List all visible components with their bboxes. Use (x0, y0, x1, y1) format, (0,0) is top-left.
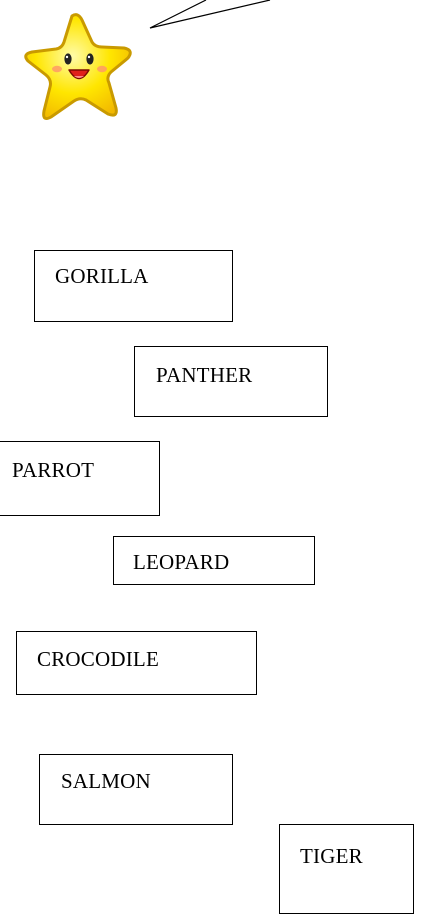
word-label-salmon: SALMON (61, 769, 151, 793)
star-body (24, 13, 132, 120)
left-cheek (52, 65, 62, 73)
word-label-leopard: LEOPARD (133, 550, 230, 574)
word-box-tiger: TIGER (279, 824, 414, 914)
word-box-gorilla: GORILLA (34, 250, 233, 322)
word-label-parrot: PARROT (12, 458, 95, 482)
word-box-panther: PANTHER (134, 346, 328, 417)
word-box-salmon: SALMON (39, 754, 233, 825)
word-label-panther: PANTHER (156, 363, 253, 387)
word-label-gorilla: GORILLA (55, 264, 149, 288)
word-label-crocodile: CROCODILE (37, 647, 159, 671)
right-cheek (97, 65, 107, 73)
mouth (68, 69, 90, 80)
word-box-parrot: PARROT (0, 441, 160, 516)
left-eye (64, 53, 72, 65)
word-box-leopard: LEOPARD (113, 536, 315, 585)
right-eye (86, 53, 94, 65)
word-box-crocodile: CROCODILE (16, 631, 257, 695)
smiling-star-icon (20, 8, 142, 126)
word-label-tiger: TIGER (300, 844, 363, 868)
speech-bubble-tail (149, 0, 271, 29)
